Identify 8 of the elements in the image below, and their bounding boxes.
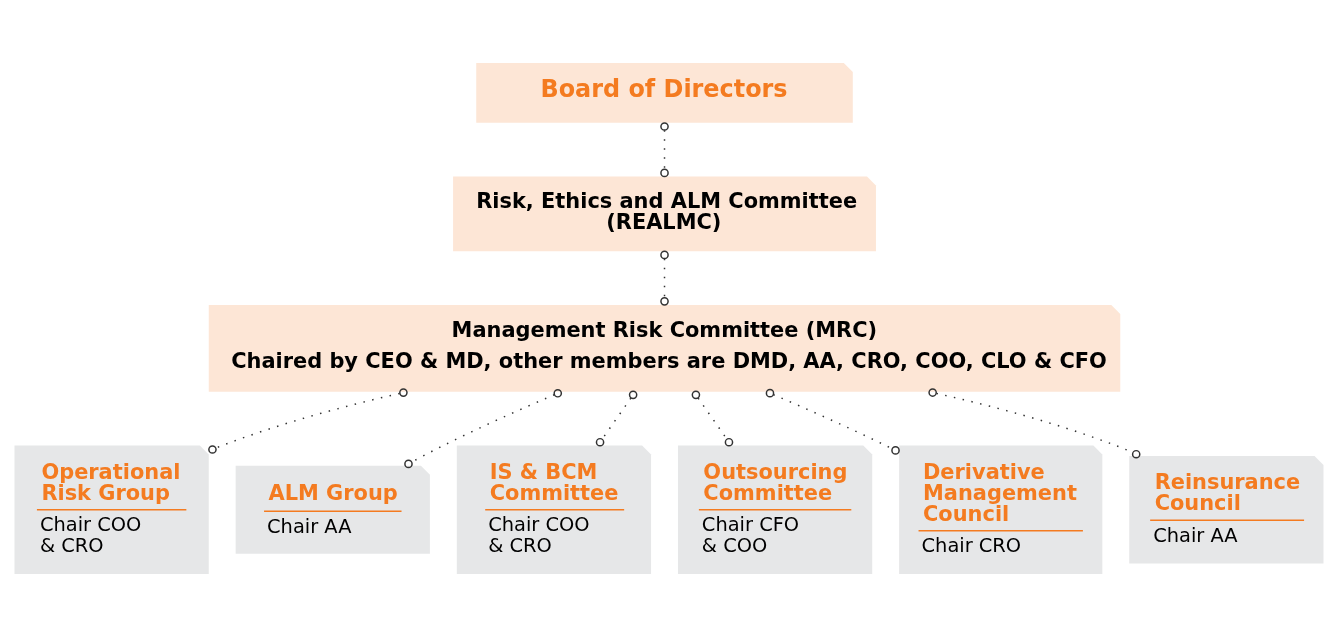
connector xyxy=(765,388,900,455)
connector xyxy=(660,122,669,178)
connector xyxy=(208,388,408,454)
connector xyxy=(928,388,1141,459)
connector xyxy=(691,390,734,447)
connector xyxy=(404,388,563,469)
connector xyxy=(595,390,638,447)
connector xyxy=(660,250,669,306)
